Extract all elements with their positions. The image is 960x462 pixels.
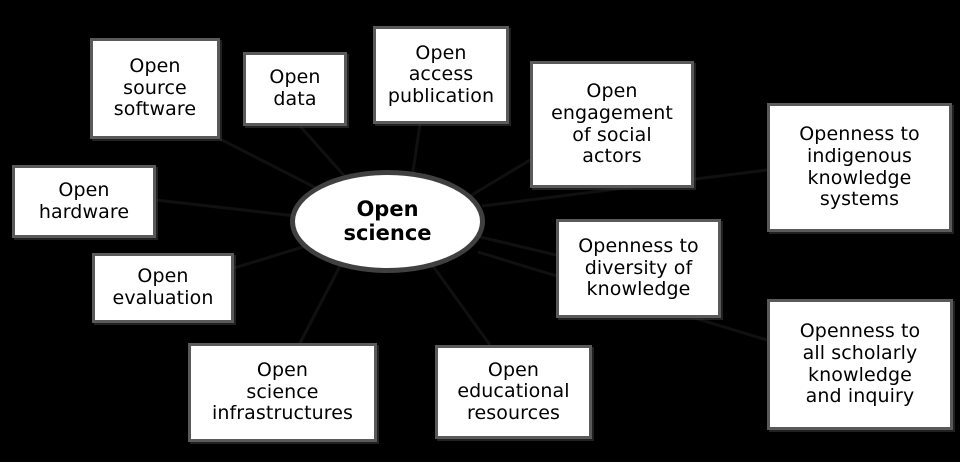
link-open-educational (428, 261, 492, 346)
link-open-access-publication (410, 123, 422, 179)
node-open-engagement-of-social-actors[interactable]: Open engagement of social actors (530, 61, 694, 188)
node-open-hardware[interactable]: Open hardware (12, 165, 156, 238)
center-node-open-science[interactable]: Open science (295, 175, 480, 268)
node-open-educational-resources[interactable]: Open educational resources (435, 345, 592, 439)
link-open-science-infra (298, 265, 342, 344)
node-openness-to-diversity-of-knowledge[interactable]: Openness to diversity of knowledge (556, 219, 721, 318)
node-open-data[interactable]: Open data (243, 52, 347, 126)
link-open-engagement (469, 158, 531, 198)
node-openness-to-all-scholarly-knowledge-and-inquiry[interactable]: Openness to all scholarly knowledge and … (767, 299, 953, 430)
node-open-access-publication[interactable]: Open access publication (373, 26, 509, 124)
node-open-evaluation[interactable]: Open evaluation (92, 253, 234, 323)
node-open-science-infrastructures[interactable]: Open science infrastructures (188, 343, 377, 442)
link-open-evaluation (233, 244, 307, 270)
link-open-source-software (219, 137, 321, 192)
link-open-data (298, 125, 350, 181)
node-openness-to-indigenous-knowledge-systems[interactable]: Openness to indigenous knowledge systems (767, 103, 952, 232)
link-openness-diversity (475, 234, 557, 257)
link-open-hardware (155, 198, 297, 218)
node-open-source-software[interactable]: Open source software (90, 38, 220, 139)
